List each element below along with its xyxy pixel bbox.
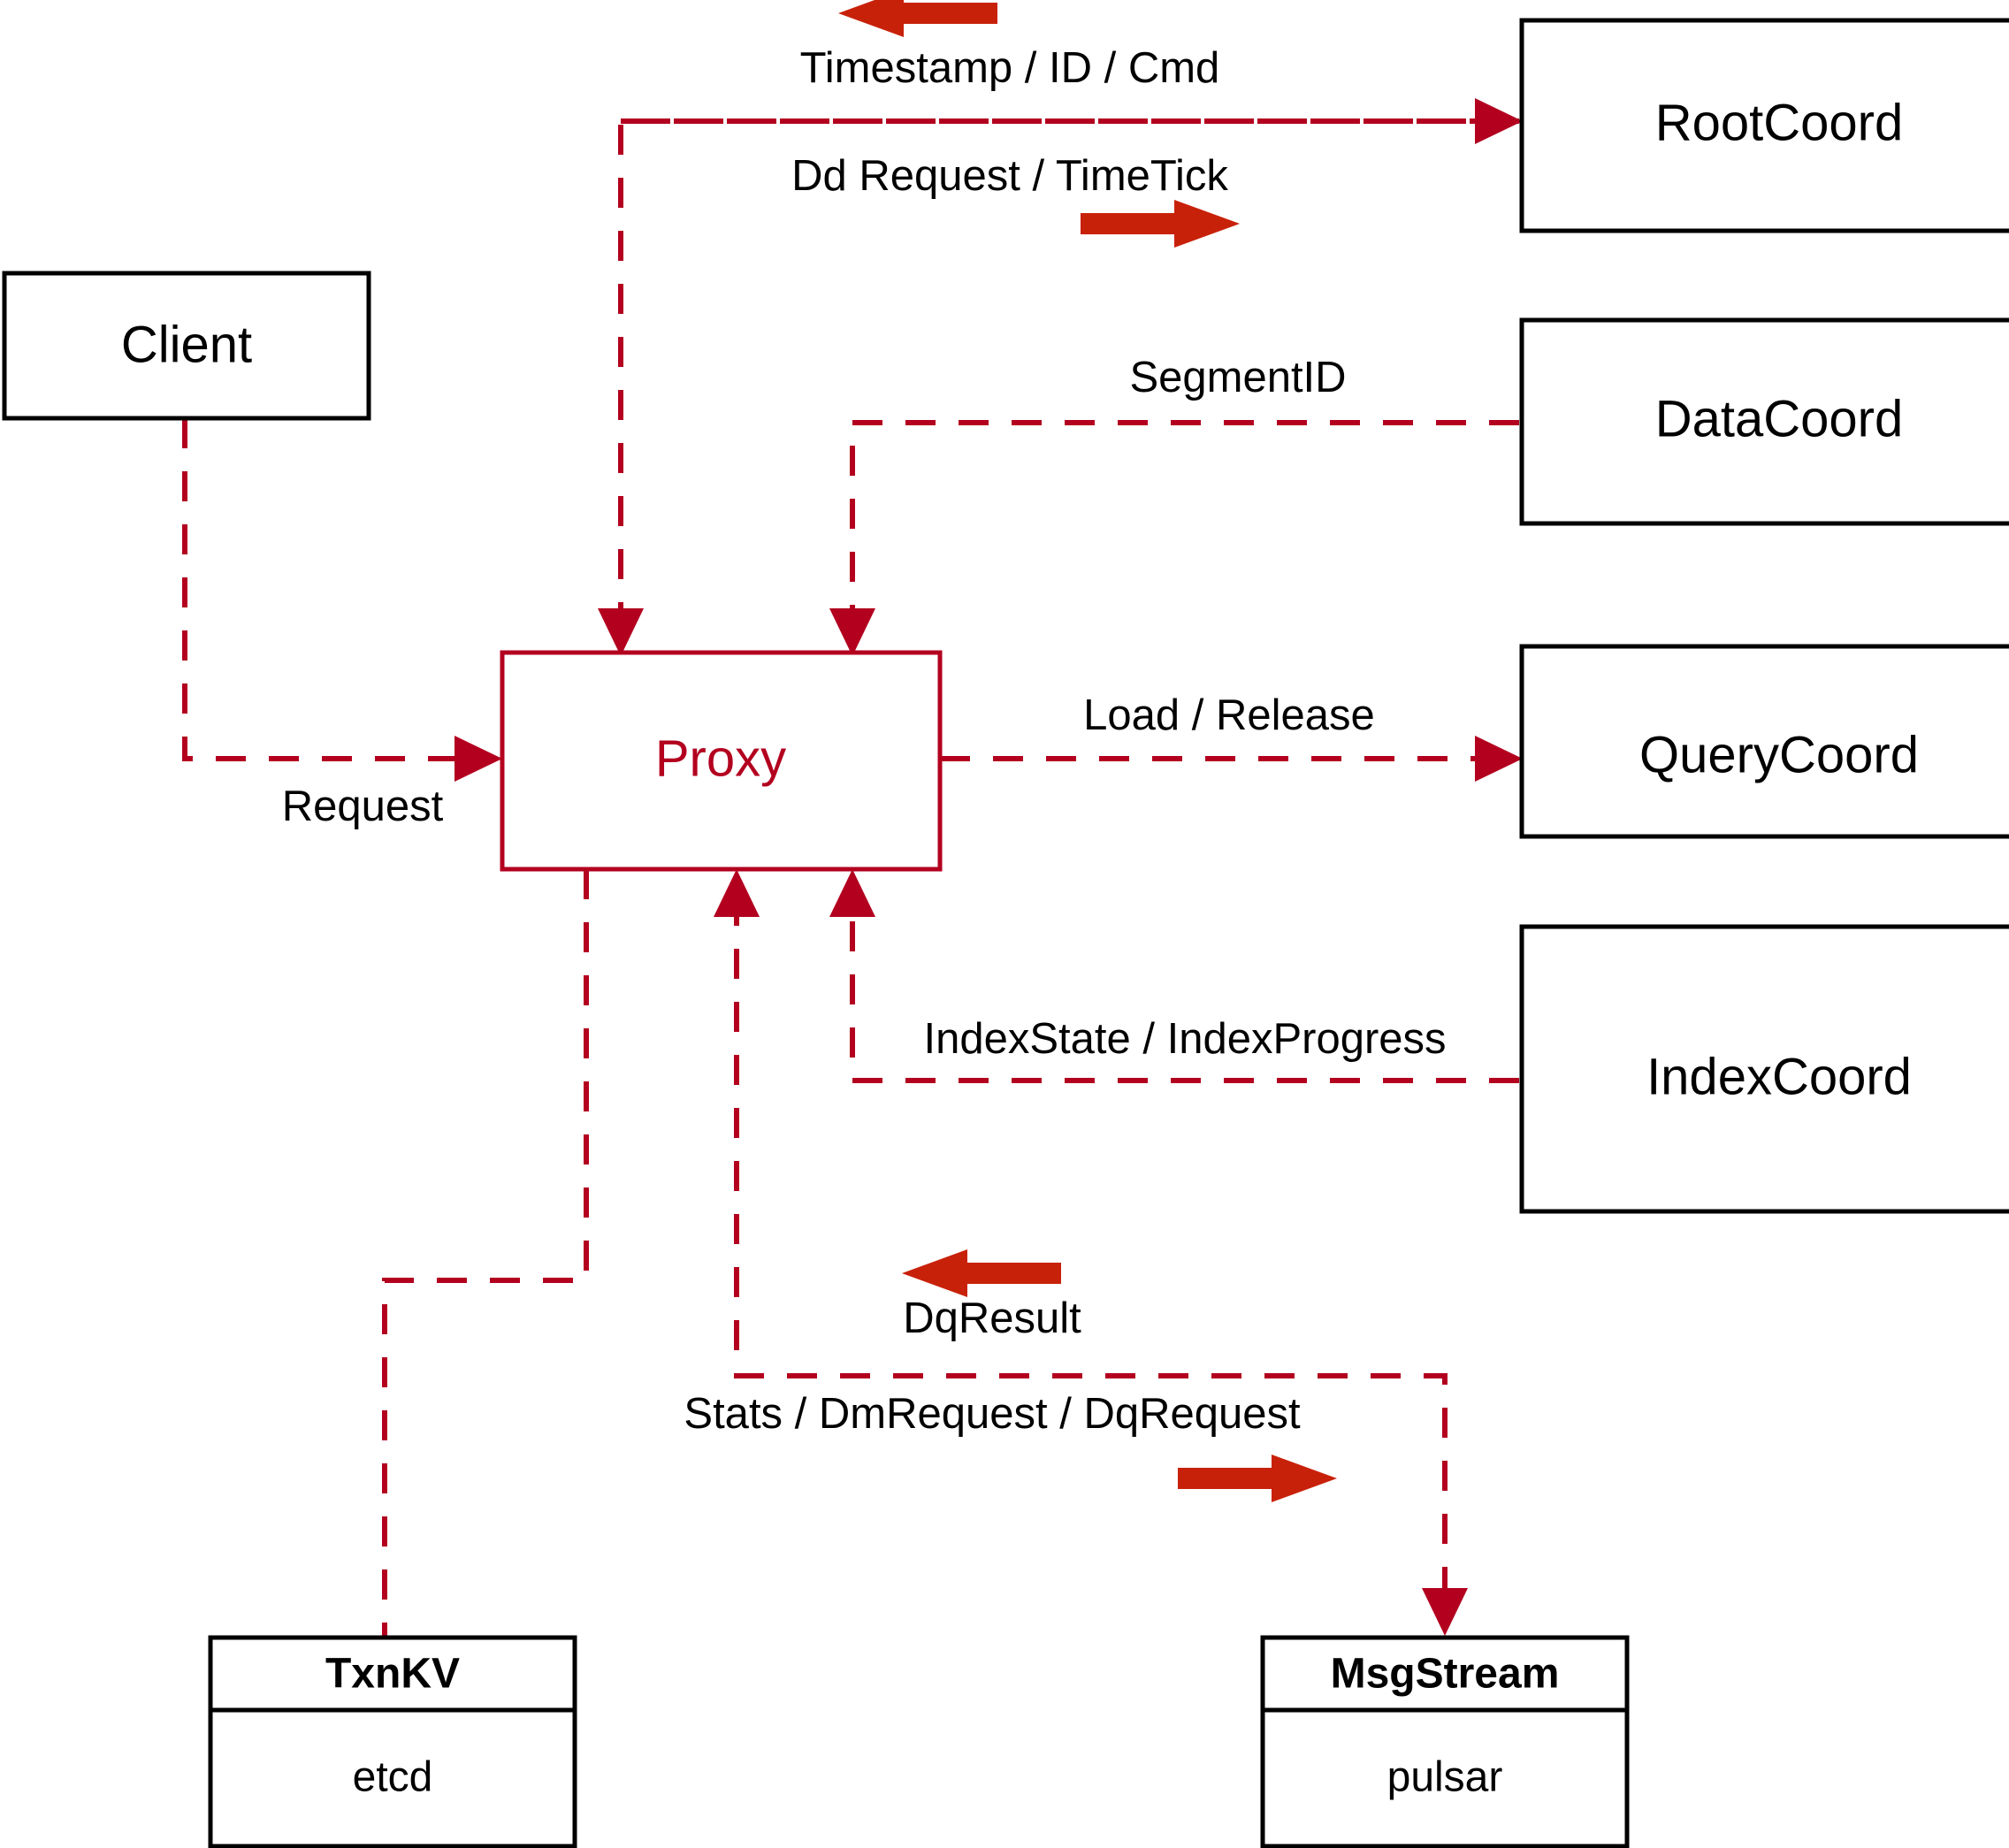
edge-label-msgstream-request: Stats / DmRequest / DqRequest (684, 1390, 1301, 1438)
edge-datacoord-segmentid (829, 420, 1519, 656)
arrow-right-icon (1178, 1455, 1337, 1502)
edge-client-request-arrowhead (455, 736, 502, 782)
node-proxy[interactable]: Proxy (500, 650, 943, 872)
edge-rootcoord-response (598, 118, 1519, 656)
node-txnkv-impl: etcd (353, 1754, 433, 1801)
edge-indexcoord-state (829, 869, 1519, 1083)
edge-querycoord-load-arrowhead (1475, 736, 1523, 782)
edge-rootcoord-response-path (618, 118, 1519, 630)
node-msgstream-impl: pulsar (1387, 1754, 1503, 1801)
arrow-left-icon (902, 1249, 1061, 1297)
node-txnkv-title: TxnKV (325, 1651, 460, 1698)
edge-label-rootcoord-response: Timestamp / ID / Cmd (800, 44, 1220, 92)
edge-proxy-txnkv-path (382, 869, 589, 1638)
edge-label-rootcoord-request: Dd Request / TimeTick (791, 152, 1228, 200)
node-indexcoord-box[interactable] (1519, 924, 2009, 1214)
node-proxy-box[interactable] (500, 650, 943, 872)
edge-label-datacoord-segmentid: SegmentID (1129, 354, 1346, 401)
edge-rootcoord-request (621, 98, 1523, 144)
edge-label-client-request: Request (282, 783, 444, 830)
arrow-right-icon-stats (1178, 1455, 1337, 1502)
node-datacoord-box[interactable] (1519, 317, 2009, 526)
edge-datacoord-segmentid-arrowhead (829, 608, 875, 656)
node-msgstream[interactable]: MsgStream pulsar (1260, 1635, 1630, 1848)
edge-datacoord-segmentid-path (850, 420, 1519, 630)
edge-rootcoord-response-arrowhead (598, 608, 644, 656)
edge-client-request (182, 418, 502, 782)
node-rootcoord[interactable]: RootCoord (1519, 18, 2009, 233)
edge-proxy-txnkv (382, 869, 589, 1638)
edge-client-request-path (182, 418, 474, 761)
node-datacoord[interactable]: DataCoord (1519, 317, 2009, 526)
edge-msgstream-request-arrowhead (1422, 1588, 1468, 1636)
arrow-left-icon-timestamp (838, 0, 997, 37)
node-msgstream-box[interactable] (1260, 1635, 1630, 1848)
node-rootcoord-label: RootCoord (1655, 94, 1903, 151)
arrow-left-icon-dqresult (902, 1249, 1061, 1297)
edge-label-indexcoord-state: IndexState / IndexProgress (923, 1015, 1446, 1063)
node-client[interactable]: Client (2, 271, 371, 421)
node-msgstream-title: MsgStream (1331, 1651, 1560, 1698)
edge-label-querycoord-load: Load / Release (1083, 691, 1375, 739)
edge-msgstream-flow (714, 869, 1468, 1636)
node-txnkv-box[interactable] (208, 1635, 577, 1848)
node-proxy-label: Proxy (655, 729, 786, 787)
node-datacoord-label: DataCoord (1655, 390, 1903, 447)
edge-msgstream-result-arrowhead (714, 869, 760, 917)
node-rootcoord-box[interactable] (1519, 18, 2009, 233)
node-indexcoord-label: IndexCoord (1646, 1048, 1912, 1105)
edge-querycoord-load (940, 736, 1523, 782)
edge-rootcoord-request-arrowhead (1475, 98, 1523, 144)
arrow-left-icon (838, 0, 997, 37)
edge-indexcoord-state-path (850, 896, 1519, 1083)
node-querycoord[interactable]: QueryCoord (1519, 644, 2009, 839)
node-client-box[interactable] (2, 271, 371, 421)
arrow-right-icon-ddrequest (1081, 200, 1240, 248)
node-client-label: Client (121, 316, 252, 373)
edge-label-msgstream-result: DqResult (903, 1294, 1081, 1342)
node-querycoord-box[interactable] (1519, 644, 2009, 839)
edge-msgstream-flow-path (734, 896, 1448, 1607)
node-querycoord-label: QueryCoord (1639, 726, 1919, 783)
arrow-right-icon (1081, 200, 1240, 248)
edge-indexcoord-state-arrowhead (829, 869, 875, 917)
node-indexcoord[interactable]: IndexCoord (1519, 924, 2009, 1214)
node-txnkv[interactable]: TxnKV etcd (208, 1635, 577, 1848)
